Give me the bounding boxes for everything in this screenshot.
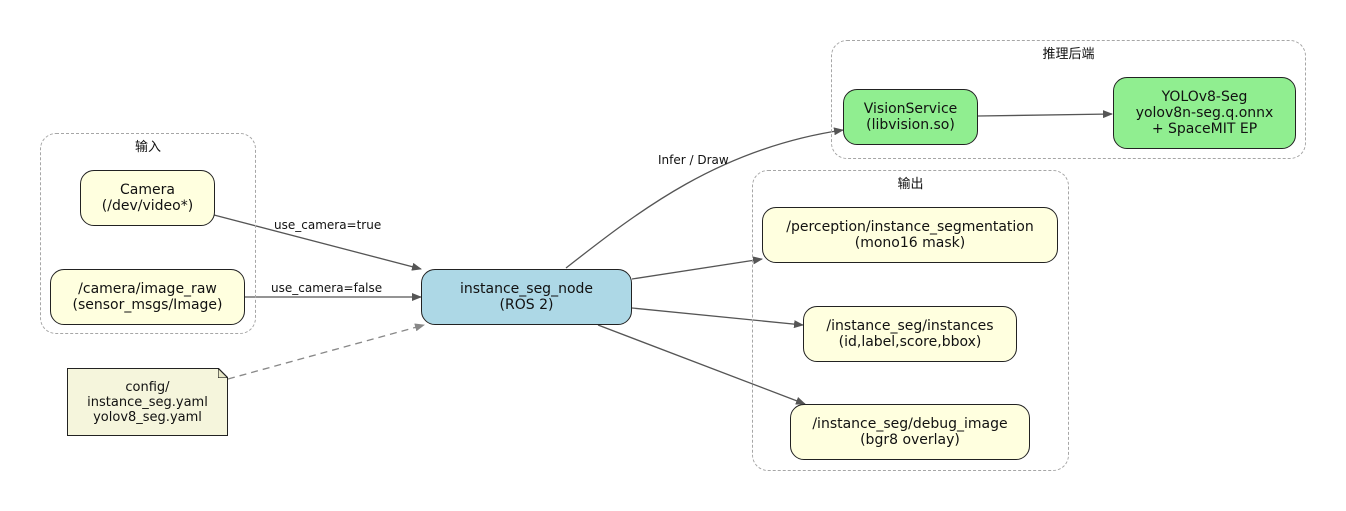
config-note-fold-icon xyxy=(218,368,228,378)
cluster-backend-label: 推理后端 xyxy=(1042,47,1095,62)
debug-image-topic-line-1: /instance_seg/debug_image xyxy=(812,416,1008,432)
edge-camera-to-node xyxy=(213,214,422,271)
edge-label-use-camera-false: use_camera=false xyxy=(271,281,383,295)
edge-config-to-node xyxy=(227,323,425,380)
instance-segmentation-topic-line-2: (mono16 mask) xyxy=(854,235,966,251)
instances-topic-line-2: (id,label,score,bbox) xyxy=(838,334,982,350)
config-note-line-1: config/ xyxy=(125,379,170,395)
instances-topic-line-1: /instance_seg/instances xyxy=(826,318,994,334)
debug-image-topic[interactable]: /instance_seg/debug_image (bgr8 overlay) xyxy=(790,404,1030,460)
yolo-node-line-3: + SpaceMIT EP xyxy=(1151,121,1258,137)
edge-node-to-vision-service xyxy=(565,127,844,269)
cluster-input: 输入 xyxy=(40,133,256,334)
cluster-output: 输出 xyxy=(752,170,1069,471)
vision-service-node-line-1: VisionService xyxy=(863,101,958,117)
edge-node-to-instances xyxy=(631,307,804,329)
camera-node-line-2: (/dev/video*) xyxy=(101,198,194,214)
edge-label-infer-draw: Infer / Draw xyxy=(658,153,729,167)
instances-topic[interactable]: /instance_seg/instances (id,label,score,… xyxy=(803,306,1017,362)
edge-node-to-debug-image xyxy=(597,324,806,405)
yolo-node[interactable]: YOLOv8-Seg yolov8n-seg.q.onnx + SpaceMIT… xyxy=(1113,77,1296,149)
config-note-line-2: instance_seg.yaml xyxy=(87,394,208,410)
edge-label-use-camera-true: use_camera=true xyxy=(274,218,382,232)
instance-seg-node[interactable]: instance_seg_node (ROS 2) xyxy=(421,269,632,325)
instance-segmentation-topic[interactable]: /perception/instance_segmentation (mono1… xyxy=(762,207,1058,263)
edge-vision-service-to-yolo xyxy=(977,110,1113,119)
camera-node[interactable]: Camera (/dev/video*) xyxy=(80,170,215,226)
config-note-line-3: yolov8_seg.yaml xyxy=(93,409,202,425)
config-note[interactable]: config/ instance_seg.yaml yolov8_seg.yam… xyxy=(67,368,228,436)
cluster-backend: 推理后端 xyxy=(831,40,1306,159)
edge-node-to-instance-segmentation xyxy=(631,256,763,280)
yolo-node-line-2: yolov8n-seg.q.onnx xyxy=(1135,105,1274,121)
vision-service-node[interactable]: VisionService (libvision.so) xyxy=(843,89,978,145)
instance-seg-node-line-2: (ROS 2) xyxy=(499,297,554,313)
instance-seg-node-line-1: instance_seg_node xyxy=(459,281,594,297)
image-raw-node-line-1: /camera/image_raw xyxy=(78,281,217,297)
image-raw-node[interactable]: /camera/image_raw (sensor_msgs/Image) xyxy=(50,269,245,325)
debug-image-topic-line-2: (bgr8 overlay) xyxy=(860,432,960,448)
camera-node-line-1: Camera xyxy=(120,182,175,198)
image-raw-node-line-2: (sensor_msgs/Image) xyxy=(72,297,223,313)
cluster-input-label: 输入 xyxy=(134,140,161,155)
vision-service-node-line-2: (libvision.so) xyxy=(866,117,955,133)
instance-segmentation-topic-line-1: /perception/instance_segmentation xyxy=(786,219,1034,235)
cluster-output-label: 输出 xyxy=(897,177,924,192)
yolo-node-line-1: YOLOv8-Seg xyxy=(1161,89,1248,105)
